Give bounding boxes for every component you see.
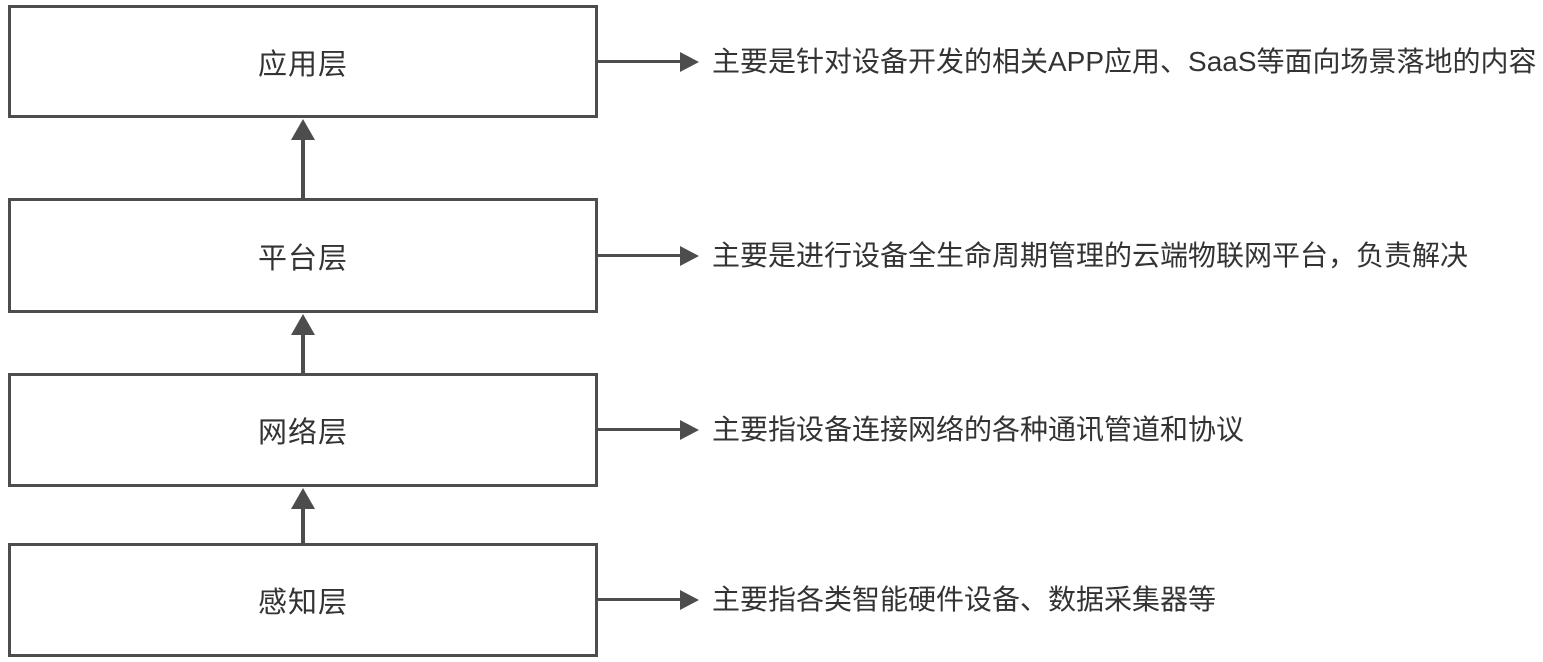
layer-label-network: 网络层 [257,417,348,449]
layer-label-platform: 平台层 [257,242,348,275]
layer-box-application: 应用层 [8,5,598,118]
layer-description-network: 主要指设备连接网络的各种通讯管道和协议 [712,414,1245,445]
layer-description-application: 主要是针对设备开发的相关APP应用、SaaS等面向场景落地的内容 [712,46,1537,77]
layer-box-platform: 平台层 [8,198,598,313]
layer-box-network: 网络层 [8,373,598,487]
layer-description-perception: 主要指各类智能硬件设备、数据采集器等 [712,584,1217,615]
layer-label-application: 应用层 [257,48,348,81]
layer-box-perception: 感知层 [8,543,598,657]
layer-description-platform: 主要是进行设备全生命周期管理的云端物联网平台，负责解决 [712,240,1469,271]
layer-label-perception: 感知层 [257,587,348,619]
